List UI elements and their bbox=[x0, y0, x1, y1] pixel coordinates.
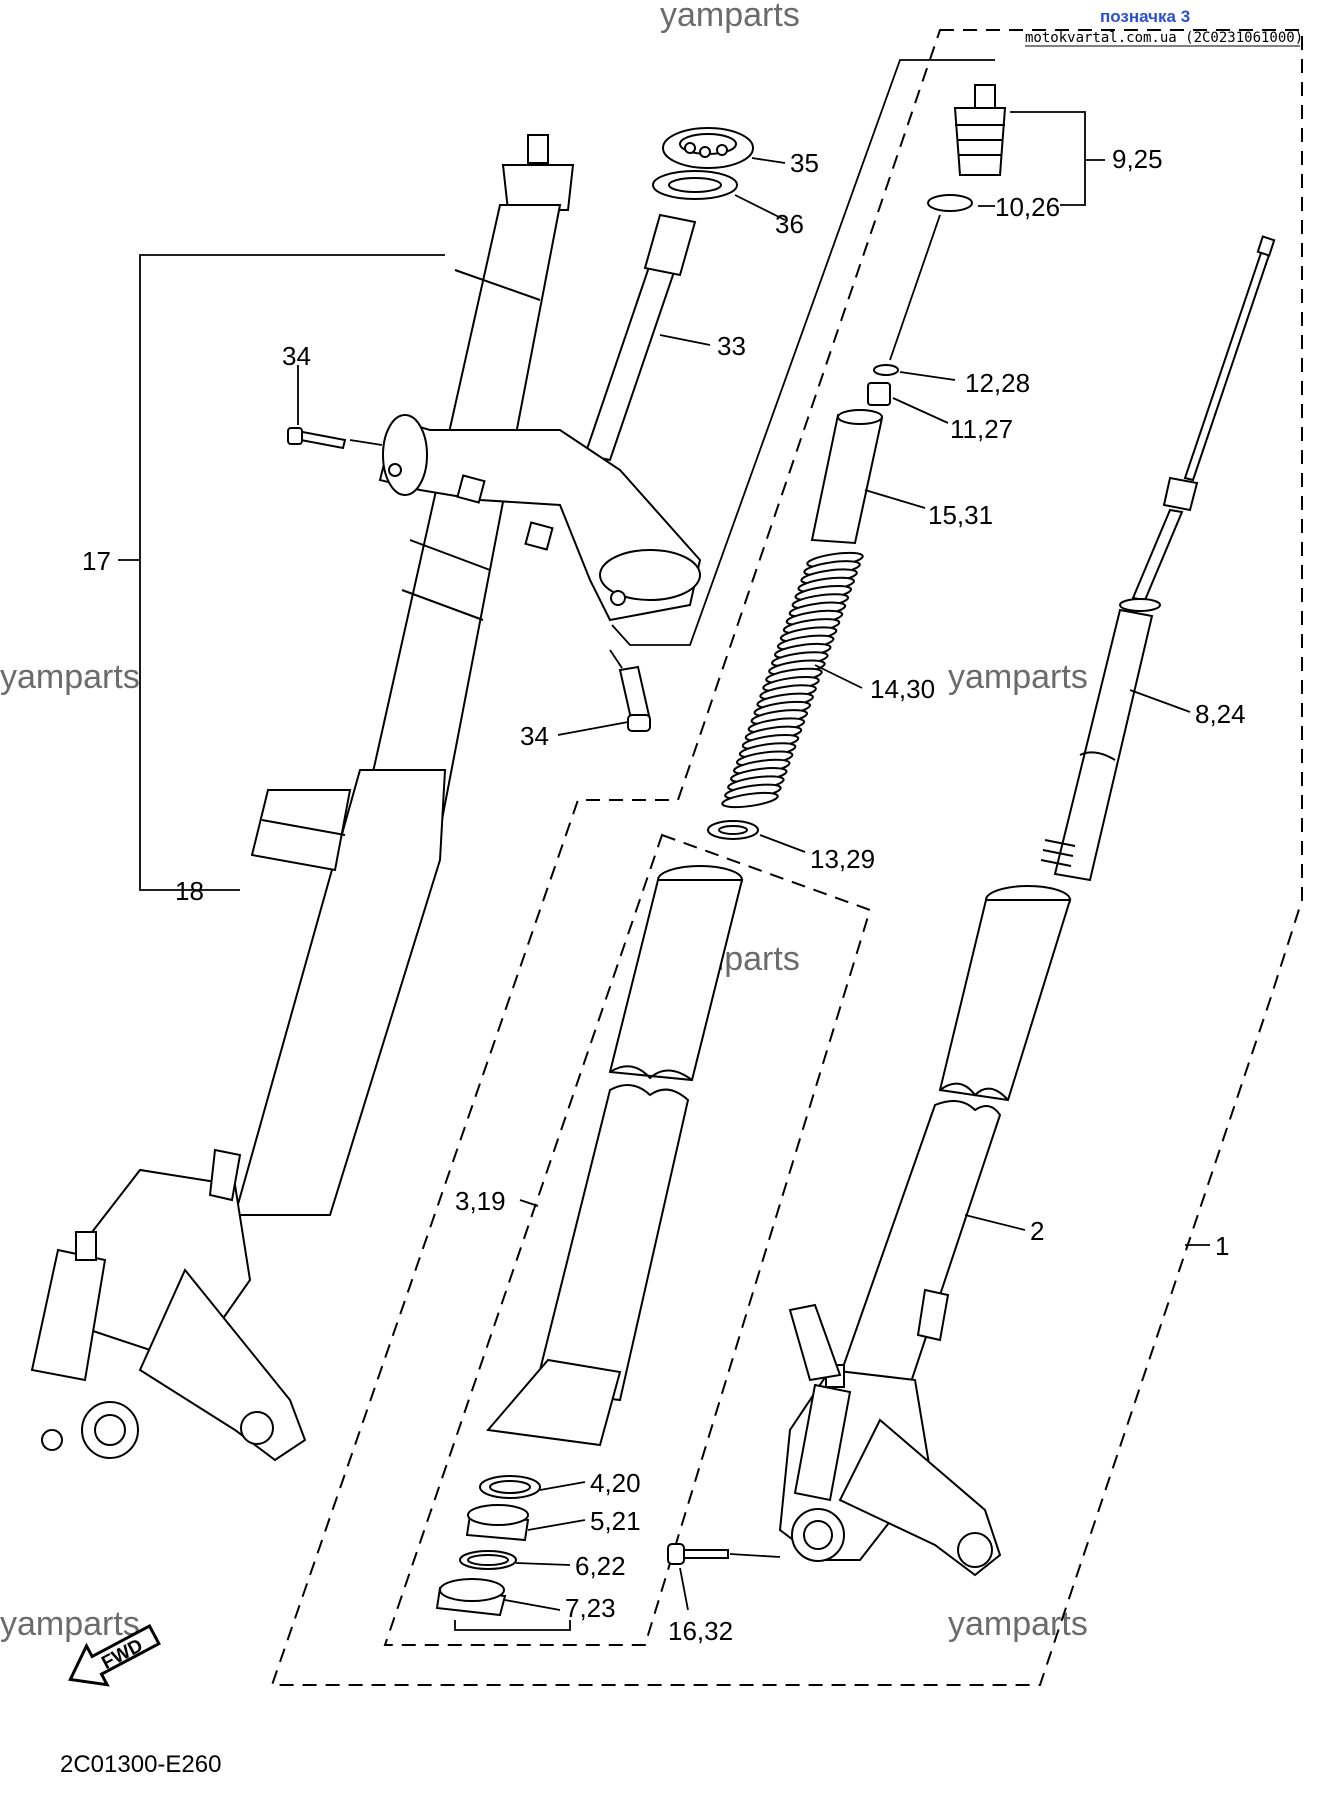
washer-13 bbox=[707, 820, 759, 840]
assembly-outline-3 bbox=[383, 833, 872, 1646]
cap-bolt-body bbox=[953, 107, 1007, 176]
right-axle-bracket bbox=[778, 1288, 1002, 1577]
inner-tube-2 bbox=[833, 885, 1072, 1402]
watermark-right-bottom: yamparts bbox=[948, 1605, 1088, 1643]
header-source: motokvartal.com.ua (2C0231061000) bbox=[1025, 30, 1303, 46]
callout-17: 17 bbox=[82, 546, 111, 576]
watermark-top: yamparts bbox=[660, 0, 800, 34]
seal-36 bbox=[652, 170, 738, 200]
callout-2: 2 bbox=[1030, 1216, 1044, 1246]
left-tube-collar bbox=[250, 789, 352, 872]
spacer-15 bbox=[810, 413, 884, 545]
lower-bracket-clamp-left bbox=[382, 414, 428, 496]
callout-13-29: 13,29 bbox=[810, 844, 875, 874]
callout-12-28: 12,28 bbox=[965, 368, 1030, 398]
assembly-outline-1 bbox=[270, 29, 1303, 1686]
header-tag: позначка 3 bbox=[1100, 7, 1190, 26]
leader-17-18 bbox=[139, 254, 445, 891]
fork-cap-bolt-9 bbox=[953, 84, 1007, 176]
diagram-code: 2C01300-E260 bbox=[60, 1751, 221, 1778]
callout-11-27: 11,27 bbox=[950, 414, 1013, 444]
damper-rod-8 bbox=[1040, 235, 1276, 882]
tube-3-bushing-end bbox=[486, 1358, 622, 1447]
callout-35: 35 bbox=[790, 148, 819, 178]
spring-coil bbox=[721, 791, 779, 809]
tube-3-lower bbox=[533, 1084, 690, 1402]
callout-5-21: 5,21 bbox=[590, 1506, 641, 1536]
tube-2-lower bbox=[833, 1100, 1002, 1402]
left-fork-assembly bbox=[30, 134, 575, 1462]
pinch-bolt-lower-head bbox=[627, 714, 651, 732]
left-caliper-hole bbox=[240, 1411, 274, 1445]
callout-15-31: 15,31 bbox=[928, 500, 993, 530]
callout-36: 36 bbox=[775, 209, 804, 239]
callout-34-upper: 34 bbox=[282, 341, 311, 371]
watermark-left-bottom: yamparts bbox=[0, 1605, 140, 1643]
callout-10-26: 10,26 bbox=[995, 192, 1060, 222]
callout-18: 18 bbox=[175, 876, 204, 906]
callout-1: 1 bbox=[1215, 1231, 1229, 1261]
left-inner-tube bbox=[233, 769, 447, 1216]
right-damper-adjuster bbox=[793, 1383, 852, 1502]
callout-3-19: 3,19 bbox=[455, 1186, 506, 1216]
dust-seal-4 bbox=[479, 1475, 541, 1499]
callout-16-32: 16,32 bbox=[668, 1616, 733, 1646]
lower-bracket-clamp-right bbox=[599, 549, 701, 601]
outer-tube-3 bbox=[486, 865, 744, 1447]
callout-8-24: 8,24 bbox=[1195, 699, 1246, 729]
watermark-right-mid: yamparts bbox=[948, 658, 1088, 696]
o-ring-10 bbox=[927, 194, 973, 212]
leader-3-bracket bbox=[454, 1620, 571, 1631]
steering-stem-assembly bbox=[378, 213, 702, 622]
left-fork-cap bbox=[501, 164, 575, 211]
damper-cylinder bbox=[1053, 608, 1154, 882]
right-caliper-mount bbox=[838, 1418, 1002, 1577]
washer-12 bbox=[873, 364, 899, 376]
axle-pinch-bolt bbox=[679, 1549, 729, 1559]
callout-9-25: 9,25 bbox=[1112, 144, 1163, 174]
pinch-bolt-upper-head bbox=[287, 427, 303, 445]
damper-rod-shaft bbox=[1183, 248, 1272, 482]
callout-34-lower: 34 bbox=[520, 721, 549, 751]
callout-14-30: 14,30 bbox=[870, 674, 935, 704]
collar-11 bbox=[867, 382, 891, 406]
fork-spring-14 bbox=[721, 551, 864, 809]
steering-stem-thread bbox=[643, 213, 697, 277]
callout-4-20: 4,20 bbox=[590, 1468, 641, 1498]
cap-adjuster bbox=[974, 84, 996, 111]
left-adjuster-nut bbox=[75, 1231, 97, 1261]
callout-6-22: 6,22 bbox=[575, 1551, 626, 1581]
outline-33-link bbox=[611, 59, 995, 646]
left-damper-adjuster bbox=[30, 1248, 107, 1382]
watermark-left-mid: yamparts bbox=[0, 658, 140, 696]
callout-33: 33 bbox=[717, 331, 746, 361]
left-cap-bolt bbox=[527, 134, 549, 164]
callout-7-23: 7,23 bbox=[565, 1593, 616, 1623]
